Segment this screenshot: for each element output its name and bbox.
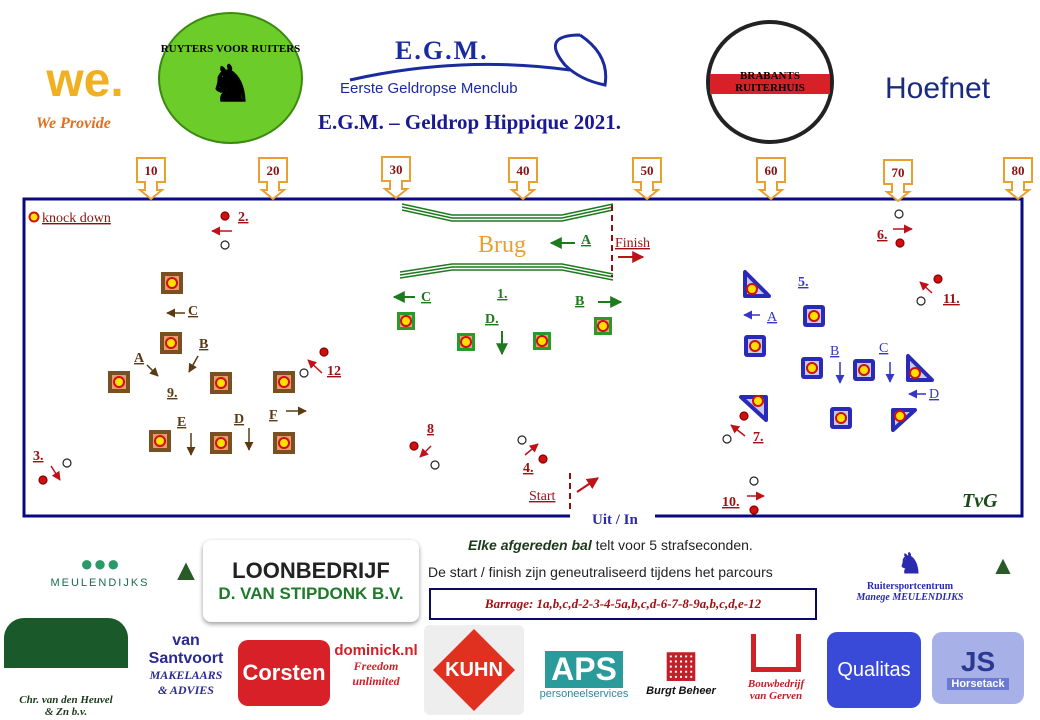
obstacle-1: 1. A B C D. xyxy=(392,233,623,356)
gate-5c-label: C xyxy=(879,341,888,356)
start-arrow-icon xyxy=(576,477,599,493)
gate-9b-label: B xyxy=(199,337,208,352)
obstacle-6-number: 6. xyxy=(877,228,888,243)
tree-icon: ▲ xyxy=(171,554,201,587)
gate-9e-label: E xyxy=(177,415,186,430)
knock-down-ball-icon xyxy=(28,211,40,223)
obstacle-11-number: 11. xyxy=(943,292,960,307)
marker-10: 10 xyxy=(145,163,158,178)
meulendijks-logo: ●●●MEULENDIJKS xyxy=(50,551,150,589)
obstacle-9-number: 9. xyxy=(167,386,178,401)
distance-markers xyxy=(136,156,1033,203)
tree-icon: ▲ xyxy=(990,551,1016,580)
obstacle-7-number: 7. xyxy=(753,430,764,445)
gate-9a-label: A xyxy=(134,351,145,366)
direction-arrows xyxy=(50,224,933,501)
horse-icon: ♞ xyxy=(208,56,253,112)
neutral-note: De start / finish zijn geneutraliseerd t… xyxy=(428,564,773,580)
we-provide-logo: we. xyxy=(46,53,124,107)
rider-icon: ♞ xyxy=(897,549,923,580)
marker-70: 70 xyxy=(892,165,905,180)
barrage-box: Barrage: 1a,b,c,d-2-3-4-5a,b,c,d-6-7-8-9… xyxy=(429,588,817,620)
ruyters-voor-ruiters-logo: RUYTERS VOOR RUITERS♞ xyxy=(158,12,303,144)
cones xyxy=(38,209,943,515)
we-provide-text: We Provide xyxy=(36,115,111,132)
gate-9f-label: F xyxy=(269,408,278,423)
gate-1b-label: B xyxy=(575,294,584,309)
page-title: E.G.M. – Geldrop Hippique 2021. xyxy=(318,110,621,134)
marker-40: 40 xyxy=(517,163,530,178)
burgt-beheer-logo: ▦Burgt Beheer xyxy=(646,643,716,697)
obstacle-4-number: 4. xyxy=(523,461,534,476)
obstacle-2-number: 2. xyxy=(238,210,249,225)
van-den-heuvel-logo: Chr. van den Heuvel& Zn b.v. xyxy=(4,618,128,718)
marker-80: 80 xyxy=(1012,163,1025,178)
corsten-logo: Corsten xyxy=(238,640,330,706)
marker-20: 20 xyxy=(267,163,280,178)
finish-label: Finish xyxy=(615,236,650,251)
penalty-note: Elke afgereden bal telt voor 5 strafseco… xyxy=(468,537,753,553)
egm-logo: E.G.M. xyxy=(395,36,489,65)
gate-1a-label: A xyxy=(581,233,592,248)
gate-5b-label: B xyxy=(830,344,839,359)
obstacle-8-number: 8 xyxy=(427,422,434,437)
marker-30: 30 xyxy=(390,162,403,177)
hoefnet-logo: Hoefnet xyxy=(885,72,991,105)
obstacle-1-number: 1. xyxy=(497,287,508,302)
obstacle-5-number: 5. xyxy=(798,275,809,290)
designer-initials: TvG xyxy=(962,490,998,512)
club-name: Eerste Geldropse Menclub xyxy=(340,80,518,97)
marker-50: 50 xyxy=(641,163,654,178)
obstacle-3-number: 3. xyxy=(33,449,44,464)
obstacle-9: 9. A B C D E F xyxy=(107,271,307,456)
obstacle-10-number: 10. xyxy=(722,495,740,510)
bridge-label: Brug xyxy=(478,232,526,258)
gate-5a-label: A xyxy=(767,310,778,325)
egm-horse-logo-icon xyxy=(349,33,608,87)
marker-60: 60 xyxy=(765,163,778,178)
gate-9d-label: D xyxy=(234,412,244,427)
kuhn-logo: KUHN xyxy=(424,625,524,715)
gate-1d-label: D. xyxy=(485,312,499,327)
brabants-ruiterhuis-logo: BRABANTS RUITERHUIS xyxy=(706,20,834,144)
obstacle-5: 5. A B C D xyxy=(739,270,939,432)
obstacle-12-number: 12 xyxy=(327,364,341,379)
gate-5d-label: D xyxy=(929,387,939,402)
gate-1c-label: C xyxy=(421,290,431,305)
qualitas-logo: Qualitas xyxy=(827,632,921,708)
bridge xyxy=(399,203,614,281)
burgt-logo-icon: ▦ xyxy=(663,643,698,684)
start-label: Start xyxy=(529,489,556,504)
exit-label: Uit / In xyxy=(592,512,639,528)
gate-9c-label: C xyxy=(188,304,198,319)
knock-down-legend: knock down xyxy=(42,211,111,226)
